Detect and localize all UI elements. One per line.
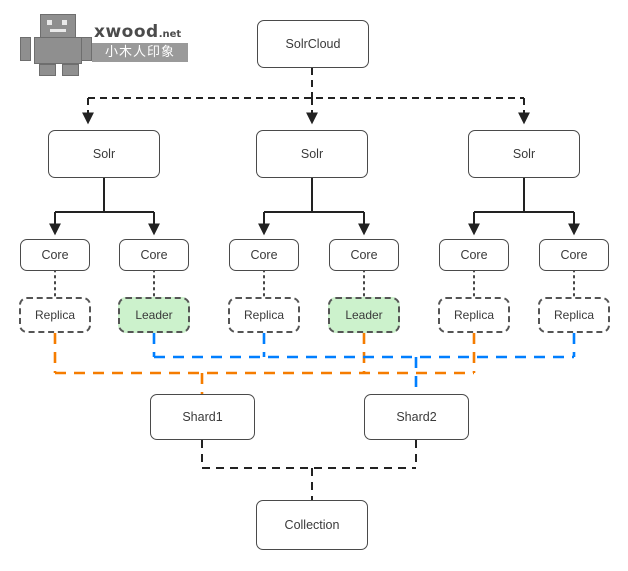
- node-shard-2-label: Shard2: [396, 410, 437, 424]
- node-solr-2-label: Solr: [300, 147, 324, 161]
- node-replica-2[interactable]: Replica: [228, 297, 300, 333]
- robot-body-icon: [34, 37, 82, 64]
- node-leader-2[interactable]: Leader: [328, 297, 400, 333]
- node-solrcloud-label: SolrCloud: [285, 37, 341, 51]
- node-replica-1[interactable]: Replica: [19, 297, 91, 333]
- logo-wordmark-suffix: .net: [158, 29, 182, 40]
- edge-solr2-to-cores: [258, 178, 370, 236]
- node-shard-2[interactable]: Shard2: [364, 394, 469, 440]
- node-solrcloud[interactable]: SolrCloud: [257, 20, 369, 68]
- node-leader-1-label: Leader: [135, 308, 173, 322]
- node-solr-1-label: Solr: [92, 147, 116, 161]
- node-core-3[interactable]: Core: [229, 239, 299, 271]
- node-core-5-label: Core: [460, 248, 488, 262]
- logo-wordmark: xwood.net: [94, 24, 181, 41]
- robot-eye-right-icon: [62, 20, 67, 25]
- edge-solrcloud-to-solr: [82, 68, 530, 125]
- node-collection[interactable]: Collection: [256, 500, 368, 550]
- xwood-logo: xwood.net 小木人印象: [18, 12, 188, 76]
- edge-replicas-to-shard1: [53, 333, 476, 394]
- robot-leg-right-icon: [62, 64, 79, 76]
- node-core-4-label: Core: [350, 248, 378, 262]
- node-core-1[interactable]: Core: [20, 239, 90, 271]
- node-core-5[interactable]: Core: [439, 239, 509, 271]
- node-replica-2-label: Replica: [243, 308, 285, 322]
- robot-mouth-icon: [50, 29, 66, 32]
- robot-leg-left-icon: [39, 64, 56, 76]
- node-replica-3[interactable]: Replica: [438, 297, 510, 333]
- node-replica-1-label: Replica: [34, 308, 76, 322]
- node-shard-1[interactable]: Shard1: [150, 394, 255, 440]
- edge-replicas-to-shard2: [152, 333, 576, 394]
- logo-subtitle: 小木人印象: [92, 43, 188, 62]
- edge-core-to-replica: [54, 269, 575, 297]
- node-solr-1[interactable]: Solr: [48, 130, 160, 178]
- node-core-4[interactable]: Core: [329, 239, 399, 271]
- robot-arm-left-icon: [20, 37, 31, 61]
- node-core-6-label: Core: [560, 248, 588, 262]
- node-replica-3-label: Replica: [453, 308, 495, 322]
- node-replica-4-label: Replica: [553, 308, 595, 322]
- robot-icon: [40, 14, 76, 38]
- edge-shards-to-collection: [201, 440, 417, 500]
- node-core-6[interactable]: Core: [539, 239, 609, 271]
- node-core-1-label: Core: [41, 248, 69, 262]
- node-solr-3-label: Solr: [512, 147, 536, 161]
- robot-eye-left-icon: [47, 20, 52, 25]
- node-leader-1[interactable]: Leader: [118, 297, 190, 333]
- edge-solr3-to-cores: [468, 178, 580, 236]
- logo-wordmark-text: xwood: [94, 22, 159, 42]
- node-leader-2-label: Leader: [345, 308, 383, 322]
- node-solr-2[interactable]: Solr: [256, 130, 368, 178]
- node-collection-label: Collection: [284, 518, 340, 532]
- node-core-3-label: Core: [250, 248, 278, 262]
- node-solr-3[interactable]: Solr: [468, 130, 580, 178]
- node-core-2-label: Core: [140, 248, 168, 262]
- node-shard-1-label: Shard1: [182, 410, 223, 424]
- node-core-2[interactable]: Core: [119, 239, 189, 271]
- node-replica-4[interactable]: Replica: [538, 297, 610, 333]
- edge-solr1-to-cores: [49, 178, 160, 236]
